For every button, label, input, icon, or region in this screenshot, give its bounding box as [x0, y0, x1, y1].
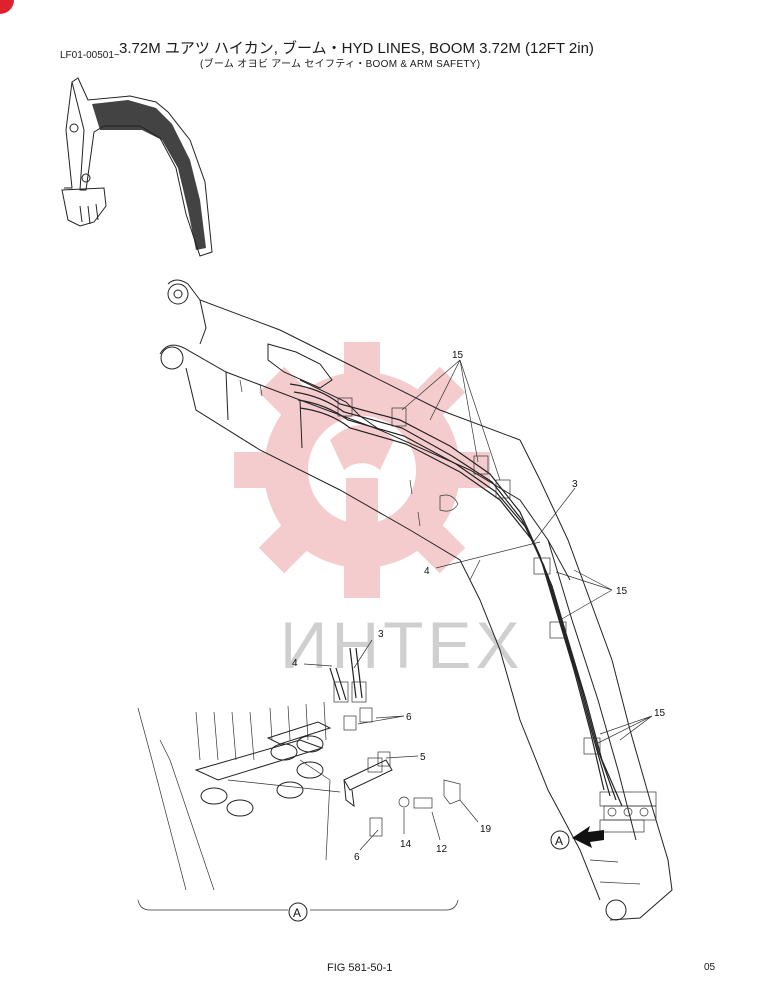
- callout-5: 5: [420, 752, 426, 763]
- callout-19: 19: [480, 824, 492, 835]
- callout-labels: 15 3 4 15 15 3 4 6 5 19 14 12 6: [292, 350, 666, 863]
- page-number: 05: [704, 962, 716, 973]
- callout-6-upper: 6: [406, 712, 412, 723]
- callout-3-main: 3: [572, 479, 578, 490]
- page-title: 3.72M ユアツ ハイカン, ブーム・HYD LINES, BOOM 3.72…: [119, 40, 594, 57]
- page-subtitle: (ブーム オヨビ アーム セイフティ・BOOM & ARM SAFETY): [200, 59, 481, 70]
- callout-3-detail: 3: [378, 629, 384, 640]
- callout-view-a-main: A: [555, 834, 563, 848]
- end-fittings: [599, 791, 657, 833]
- leader-lines: [303, 359, 653, 851]
- watermark-gear-icon: [234, 342, 490, 598]
- callout-view-a-detail: A: [293, 906, 301, 920]
- callout-12: 12: [436, 844, 448, 855]
- view-a-main-circle: [550, 830, 570, 850]
- callout-4-main: 4: [424, 566, 430, 577]
- part-code: LF01-00501~: [60, 50, 120, 61]
- callout-14: 14: [400, 839, 412, 850]
- boom-assembly: [159, 279, 673, 921]
- figure-number: FIG 581-50-1: [327, 962, 393, 974]
- arrow-icon: [572, 826, 604, 848]
- callout-15-middle: 15: [616, 586, 628, 597]
- callout-6-lower: 6: [354, 852, 360, 863]
- callout-15-top: 15: [452, 350, 464, 361]
- detail-view-a: A: [137, 647, 461, 922]
- watermark-text: ИНТЕХ: [280, 608, 523, 682]
- hydraulic-lines: [289, 383, 657, 833]
- callout-4-detail: 4: [292, 658, 298, 669]
- view-a-detail-circle: [288, 902, 308, 922]
- excavator-thumbnail: [61, 77, 213, 257]
- callout-15-lower: 15: [654, 708, 666, 719]
